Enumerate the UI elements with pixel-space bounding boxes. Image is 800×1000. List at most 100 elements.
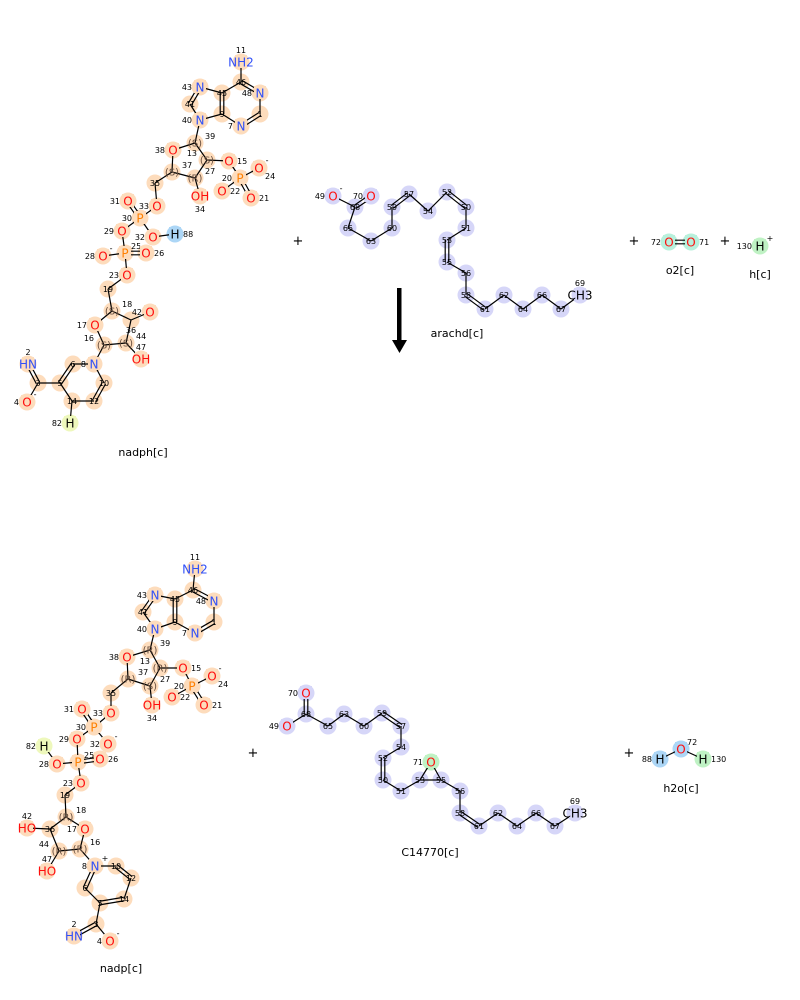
stereo-label: (R) — [143, 646, 158, 657]
atom-background — [208, 594, 220, 607]
single-bond — [446, 227, 467, 241]
atom-number: 11 — [236, 46, 246, 55]
atom-number: 4 — [14, 398, 19, 407]
single-bond — [347, 206, 356, 229]
molecule-label-nadp: nadp[c] — [100, 962, 142, 975]
atom-symbol: O — [167, 691, 176, 705]
atom-nadp-29: O29 — [59, 732, 83, 747]
atom-number: 19 — [60, 791, 70, 800]
atom-background — [149, 622, 161, 635]
atom-number: 59 — [377, 709, 387, 718]
atom-c14770-70: O70 — [288, 686, 312, 701]
atom-background — [76, 702, 88, 715]
single-bond — [535, 812, 556, 827]
stereo-label: (S) — [105, 307, 119, 318]
single-bond — [84, 887, 101, 904]
atom-number: 36 — [45, 825, 55, 834]
atom-number: 15 — [191, 664, 201, 673]
atom-nadph-35: 35 — [150, 179, 160, 188]
atom-symbol: O — [90, 319, 99, 333]
atom-arachd-63: 63 — [366, 237, 376, 246]
atom-number: 38 — [155, 146, 165, 155]
atom-nadph-41: 41 — [185, 100, 195, 109]
atom-nadp-23: O23 — [63, 776, 87, 791]
atom-number: 12 — [126, 874, 136, 883]
atom-number: 66 — [537, 291, 547, 300]
atom-background — [425, 755, 437, 768]
atom-number: 17 — [77, 321, 87, 330]
atom-symbol: H — [39, 740, 48, 754]
atom-symbol: O — [301, 687, 310, 701]
atom-nadph-2: HN2 — [19, 348, 37, 372]
atom-number: 7 — [182, 629, 187, 638]
atom-number: 130 — [737, 242, 752, 251]
atom-nadp-4: O-4 — [97, 929, 120, 949]
stereo-label: (S) — [143, 682, 157, 693]
atom-number: 27 — [160, 675, 170, 684]
atom-nadph-28: O-28 — [85, 244, 113, 264]
atom-symbol: N — [151, 623, 160, 637]
atom-symbol: O — [80, 823, 89, 837]
atom-number: 44 — [136, 332, 146, 341]
atom-number: 57 — [396, 722, 406, 731]
atom-c14770-55: 55 — [436, 776, 446, 785]
atom-number: 20 — [222, 174, 232, 183]
atom-nadp-35: 35 — [106, 689, 116, 698]
atom-background — [94, 752, 106, 765]
atom-symbol: O — [52, 758, 61, 772]
atom-c14770-59: 59 — [377, 709, 387, 718]
atom-background — [71, 732, 83, 745]
atom-number: 54 — [396, 743, 406, 752]
atom-symbol: O — [22, 396, 31, 410]
single-bond — [107, 288, 113, 312]
atom-background — [51, 757, 63, 770]
plus-sign: + — [293, 234, 304, 249]
atom-nadph-45: 45 — [217, 89, 227, 98]
atom-symbol: H — [698, 753, 707, 767]
single-bond — [125, 319, 132, 344]
double-bond — [95, 383, 107, 403]
atom-nadph-27: (R)27 — [188, 167, 216, 185]
atom-symbol: O — [426, 756, 435, 770]
single-bond — [370, 227, 393, 242]
atom-symbol: HO — [18, 822, 36, 836]
plus-sign: + — [629, 234, 640, 249]
atom-nadp-82: H82 — [26, 739, 50, 754]
atom-number: 1 — [211, 618, 216, 627]
atom-nadph-40: N40 — [182, 113, 206, 128]
atom-nadph-36: 36 — [126, 326, 136, 335]
atom-symbol: O — [254, 162, 263, 176]
double-bond — [445, 192, 466, 209]
atom-nadph-10: 10 — [99, 379, 109, 388]
atom-arachd-65: 65 — [343, 224, 353, 233]
single-bond — [221, 81, 242, 94]
atom-number: 32 — [135, 233, 145, 242]
atom-number: 49 — [315, 192, 325, 201]
atom-symbol: O — [103, 738, 112, 752]
atom-number: 71 — [413, 758, 423, 767]
single-bond — [59, 382, 73, 402]
atom-symbol: O — [217, 185, 226, 199]
atom-nadp-41: 41 — [138, 608, 148, 617]
stereo-label: (S) — [97, 341, 111, 352]
atom-nadp-43: N43 — [137, 588, 161, 603]
atom-background — [235, 119, 247, 132]
atom-symbol: O — [145, 306, 154, 320]
atom-background — [206, 669, 218, 682]
atom-nadph-30: P30 — [122, 211, 146, 226]
atom-nadp-3: 3 — [93, 920, 98, 929]
atom-symbol: P — [188, 680, 195, 694]
atom-charge: + — [767, 234, 774, 243]
atom-number: 55 — [436, 776, 446, 785]
atom-nadph-33: O33 — [139, 199, 163, 214]
atom-nadp-28: O28 — [39, 757, 63, 772]
atom-number: 10 — [99, 379, 109, 388]
atom-number: 11 — [190, 553, 200, 562]
atom-number: 56 — [461, 269, 471, 278]
atom-nadph-19: 19 — [103, 285, 113, 294]
atom-nadp-37: (R)37 — [121, 668, 149, 686]
atom-background — [194, 113, 206, 126]
double-bond — [458, 813, 479, 828]
atom-number: 88 — [642, 755, 652, 764]
